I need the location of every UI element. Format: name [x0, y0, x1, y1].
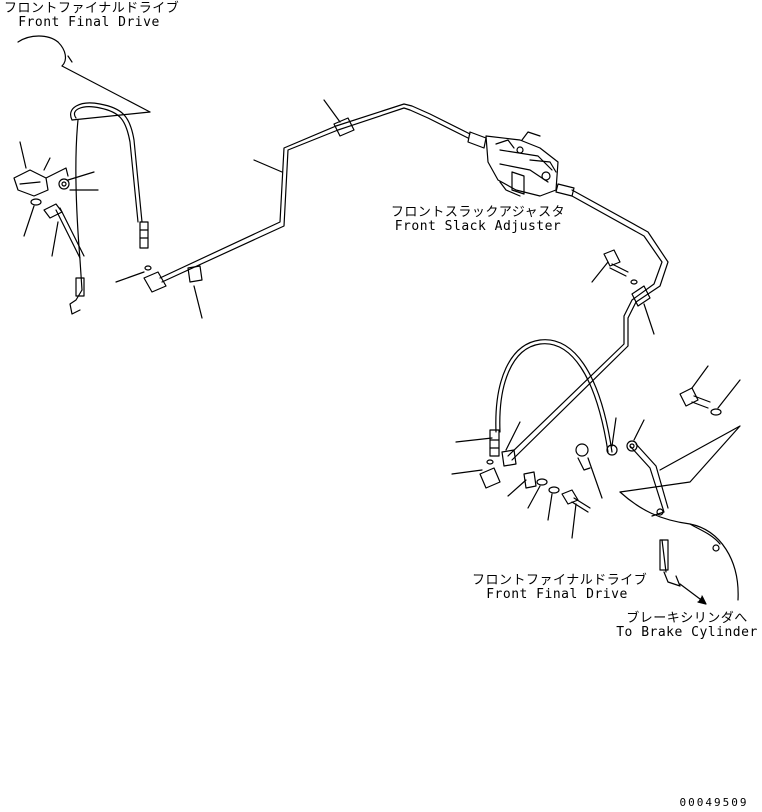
front-slack-adjuster-body [485, 131, 669, 461]
label-front-final-drive-bottom: フロントファイナルドライブ Front Final Drive [472, 573, 648, 602]
label-front-final-drive-top-en: Front Final Drive [18, 15, 160, 30]
label-front-slack-adjuster-jp: フロントスラックアジャスタ [390, 205, 566, 220]
lower-hose-assembly [451, 339, 741, 605]
label-front-final-drive-top-jp: フロントファイナルドライブ [4, 1, 180, 16]
label-front-final-drive-bottom-jp: フロントファイナルドライブ [472, 573, 648, 588]
upper-brake-tube [115, 99, 487, 319]
label-to-brake-cylinder-en: To Brake Cylinder [616, 625, 758, 640]
label-front-final-drive-bottom-en: Front Final Drive [486, 587, 628, 602]
label-front-slack-adjuster-en: Front Slack Adjuster [394, 219, 562, 234]
label-to-brake-cylinder: ブレーキシリンダへ To Brake Cylinder [612, 612, 762, 640]
left-final-drive-assembly [13, 35, 151, 315]
label-front-slack-adjuster: フロントスラックアジャスタ Front Slack Adjuster [390, 206, 566, 234]
label-front-final-drive-top: フロントファイナルドライブ Front Final Drive [4, 1, 180, 30]
label-to-brake-cylinder-jp: ブレーキシリンダへ [626, 611, 748, 626]
right-tube-bolt [591, 249, 638, 285]
drawing-number: 00049509 [679, 796, 749, 809]
